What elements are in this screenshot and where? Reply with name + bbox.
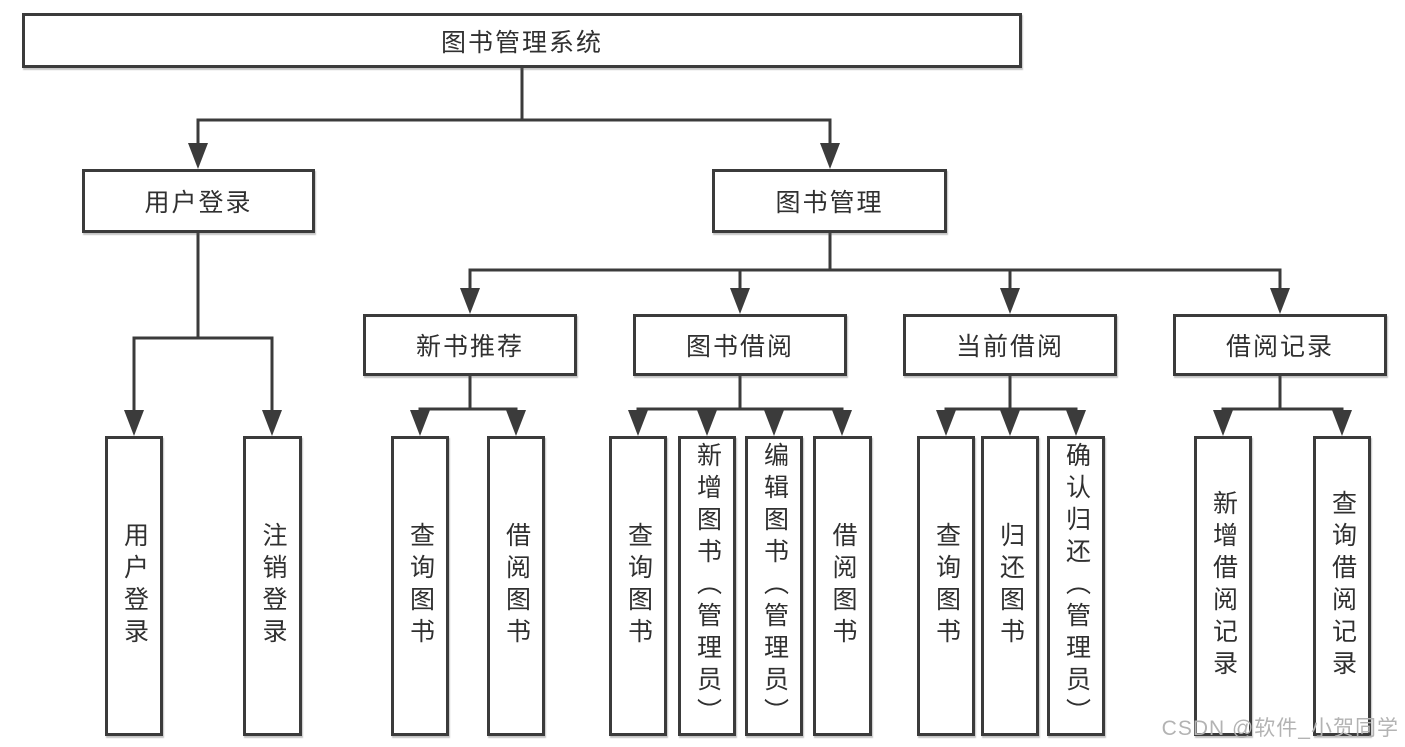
arrow-down-icons (124, 143, 1352, 436)
leaf-current-query-books-label: 查询图书 (932, 522, 961, 650)
leaf-borrow-edit-books-label: 编辑图书（管理员） (760, 442, 789, 730)
leaf-records-add-record-label: 新增借阅记录 (1209, 490, 1238, 682)
node-user-login: 用户登录 (82, 169, 315, 233)
leaf-borrow-query-books-label: 查询图书 (624, 522, 653, 650)
leaf-current-confirm-return-label: 确认归还（管理员） (1062, 442, 1091, 730)
node-current-borrow: 当前借阅 (903, 314, 1117, 376)
leaf-newbook-query-books: 查询图书 (391, 436, 449, 736)
leaf-user-login-label: 用户登录 (120, 522, 149, 650)
leaf-current-return-books-label: 归还图书 (996, 522, 1025, 650)
leaf-borrow-add-books: 新增图书（管理员） (678, 436, 736, 736)
node-root-label: 图书管理系统 (440, 28, 603, 57)
leaf-current-return-books: 归还图书 (981, 436, 1039, 736)
node-book-borrow-label: 图书借阅 (685, 333, 794, 361)
leaf-records-query-record-label: 查询借阅记录 (1328, 490, 1357, 682)
leaf-logout: 注销登录 (243, 436, 302, 736)
leaf-user-login: 用户登录 (105, 436, 163, 736)
leaf-borrow-edit-books: 编辑图书（管理员） (745, 436, 803, 736)
node-new-book-recommend: 新书推荐 (363, 314, 577, 376)
leaf-current-query-books: 查询图书 (917, 436, 975, 736)
node-book-borrow: 图书借阅 (633, 314, 847, 376)
leaf-newbook-borrow-books-label: 借阅图书 (502, 522, 531, 650)
leaf-logout-label: 注销登录 (259, 522, 287, 650)
leaf-borrow-add-books-label: 新增图书（管理员） (693, 442, 722, 730)
leaf-newbook-borrow-books: 借阅图书 (487, 436, 545, 736)
node-new-book-recommend-label: 新书推荐 (415, 333, 524, 361)
leaf-newbook-query-books-label: 查询图书 (406, 522, 435, 650)
node-borrow-records: 借阅记录 (1173, 314, 1387, 376)
node-current-borrow-label: 当前借阅 (955, 333, 1064, 361)
leaf-borrow-borrow-books-label: 借阅图书 (829, 522, 857, 650)
leaf-borrow-query-books: 查询图书 (609, 436, 667, 736)
node-book-management-label: 图书管理 (775, 189, 884, 217)
watermark: CSDN @软件_小贺同学 (1161, 717, 1399, 740)
node-borrow-records-label: 借阅记录 (1225, 333, 1334, 361)
leaf-current-confirm-return: 确认归还（管理员） (1047, 436, 1105, 736)
leaf-records-add-record: 新增借阅记录 (1194, 436, 1252, 736)
node-book-management: 图书管理 (712, 169, 947, 233)
leaf-records-query-record: 查询借阅记录 (1313, 436, 1371, 736)
leaf-borrow-borrow-books: 借阅图书 (813, 436, 872, 736)
node-user-login-label: 用户登录 (144, 189, 253, 217)
node-root: 图书管理系统 (22, 13, 1022, 68)
